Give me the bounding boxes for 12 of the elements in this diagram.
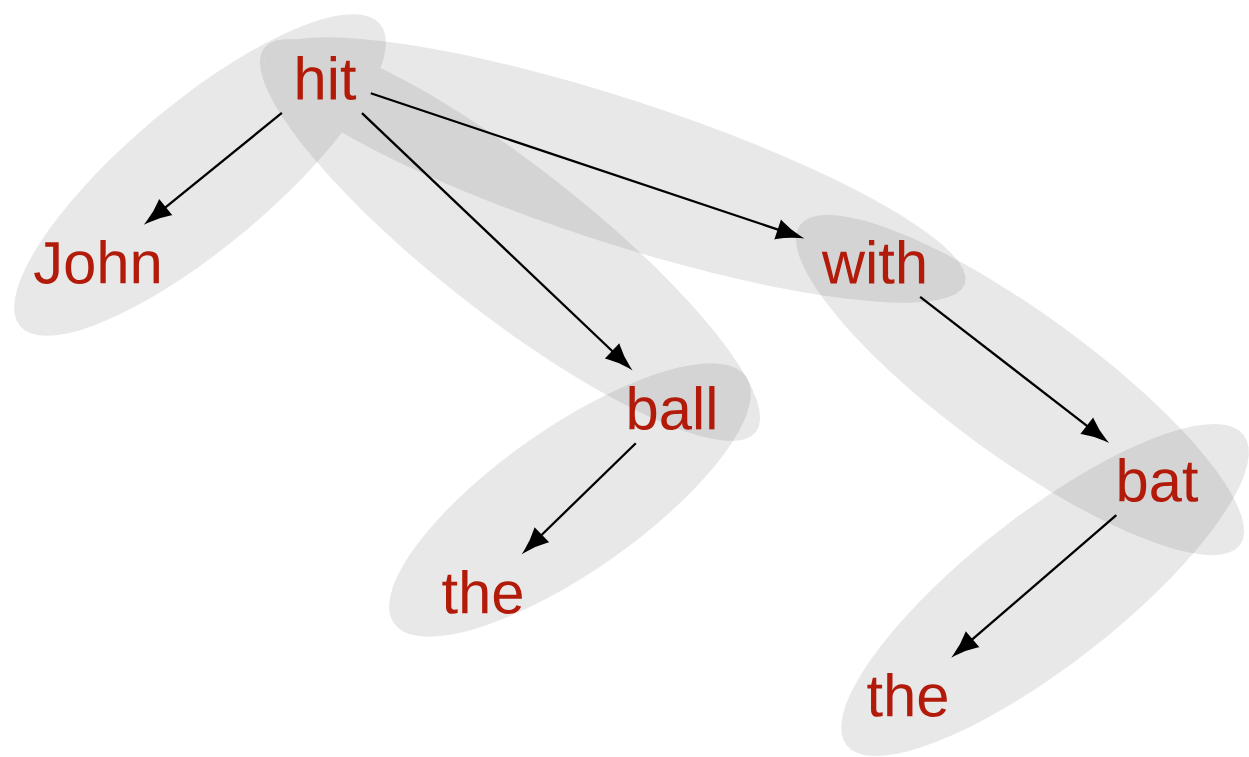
arrow [953, 514, 1118, 656]
word: bat [1119, 458, 1199, 502]
word: the [442, 570, 522, 614]
arrow [361, 112, 631, 369]
word: the [867, 673, 947, 717]
word: hit [297, 56, 357, 100]
word: John [34, 240, 159, 284]
arrow [919, 296, 1107, 442]
word: ball [629, 386, 715, 430]
word: with [821, 240, 925, 284]
arrow [523, 442, 637, 553]
arrow [146, 112, 283, 223]
